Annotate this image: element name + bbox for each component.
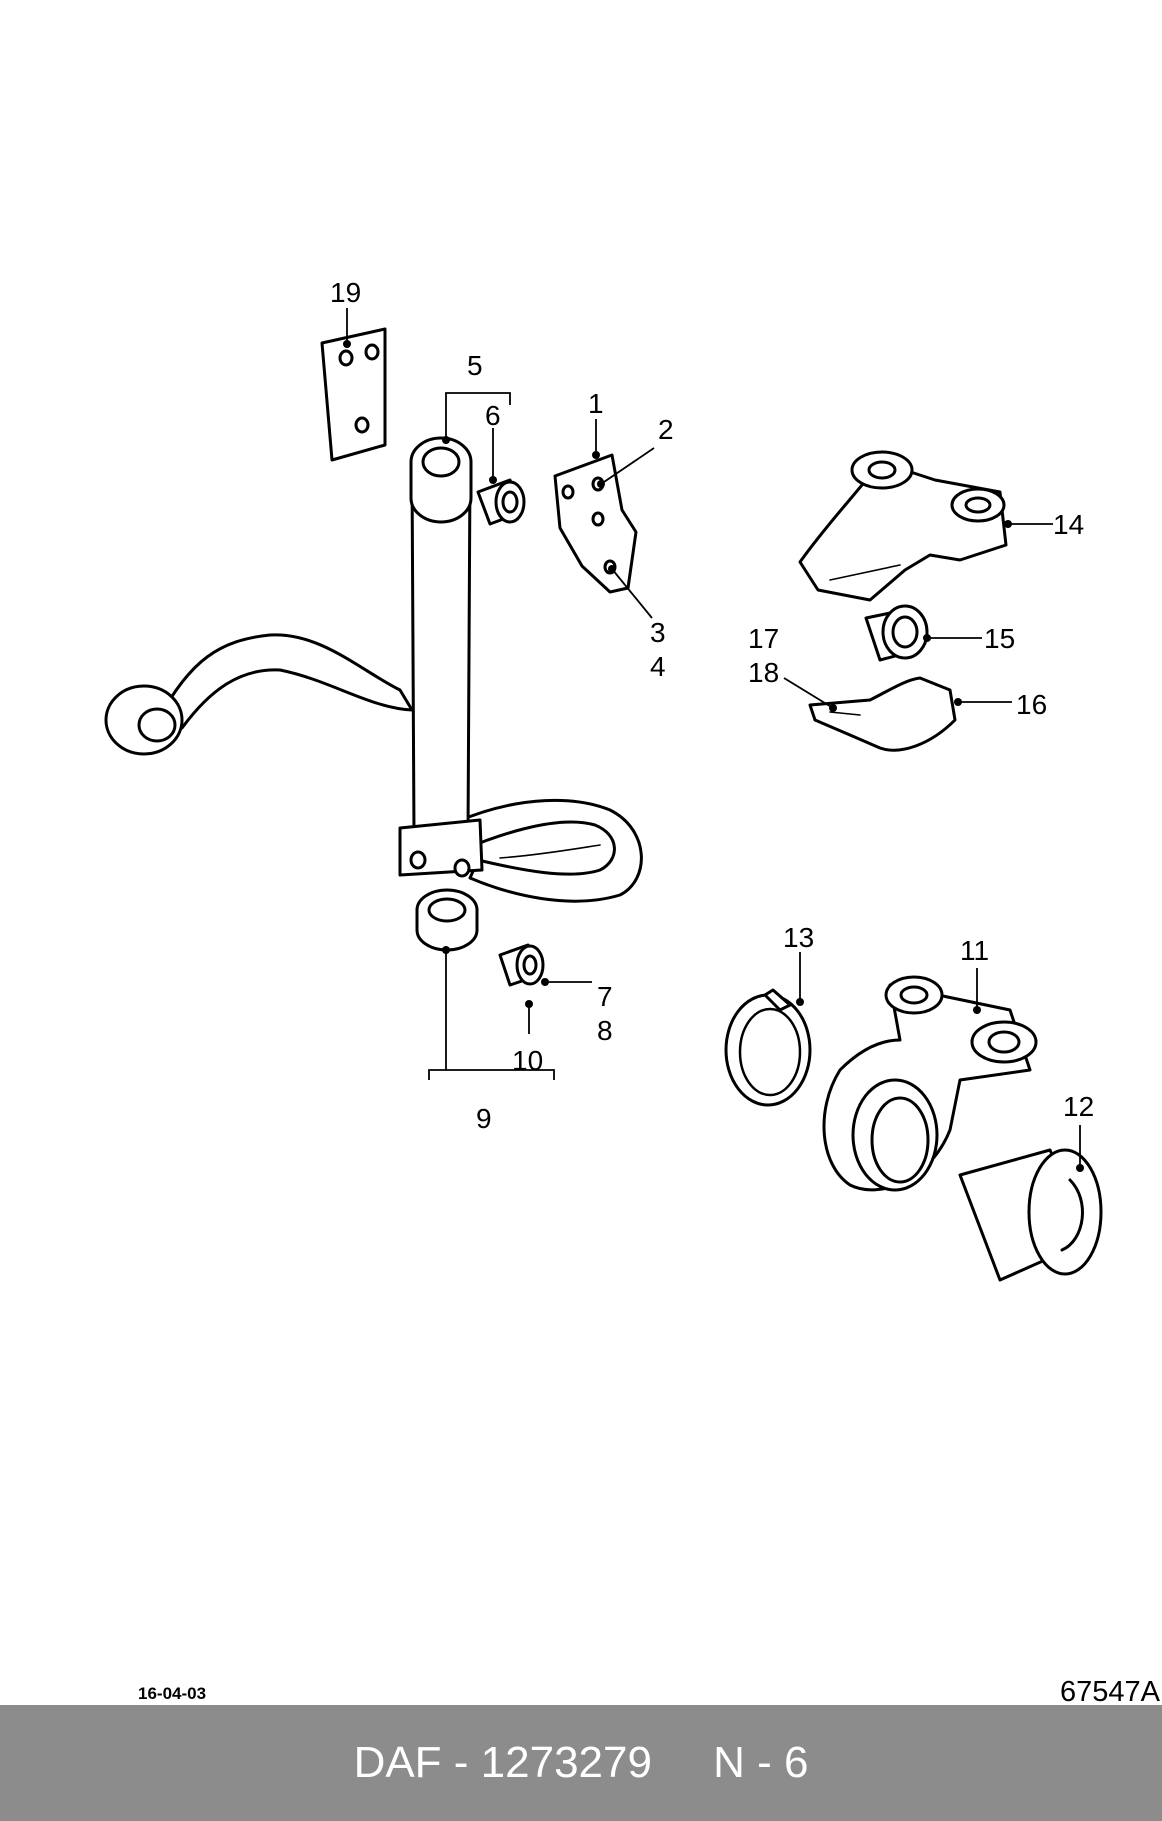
footer-bar: DAF - 1273279 N - 6 <box>0 1705 1162 1821</box>
callout-14: 14 <box>1053 509 1084 540</box>
callout-4: 4 <box>650 651 666 682</box>
drawing-number: 67547A <box>1060 1676 1160 1708</box>
callout-12: 12 <box>1063 1091 1094 1122</box>
part-11-housing <box>822 975 1038 1192</box>
callout-17: 17 <box>748 623 779 654</box>
callout-9: 9 <box>476 1103 492 1134</box>
callout-2: 2 <box>658 414 674 445</box>
callout-15: 15 <box>984 623 1015 654</box>
callout-11: 11 <box>960 935 989 966</box>
part-10-bushing <box>498 943 545 987</box>
callout-8: 8 <box>597 1015 613 1046</box>
leader-lines <box>343 308 1084 1172</box>
link-rod <box>398 436 484 952</box>
callout-6: 6 <box>485 400 501 431</box>
part-13-snap-ring <box>724 988 812 1107</box>
callout-16: 16 <box>1016 689 1047 720</box>
part-14-saddle <box>798 450 1008 602</box>
date-code: 16-04-03 <box>138 1684 207 1703</box>
part-6-bushing <box>476 478 526 526</box>
callout-7: 7 <box>597 981 613 1012</box>
part-12-bush <box>958 1148 1103 1282</box>
callout-5: 5 <box>467 350 483 381</box>
exploded-parts-drawing: 19 5 6 1 2 3 4 14 15 17 18 16 7 8 10 9 1… <box>104 277 1103 1282</box>
callout-1: 1 <box>588 388 604 419</box>
part-19-plate <box>320 327 387 462</box>
callout-18: 18 <box>748 657 779 688</box>
stabilizer-bar <box>104 633 643 903</box>
part-15-bush <box>864 604 929 662</box>
callout-13: 13 <box>783 922 814 953</box>
part-16-clamp <box>808 676 957 752</box>
callout-10: 10 <box>512 1045 543 1076</box>
callout-19: 19 <box>330 277 361 308</box>
callout-3: 3 <box>650 617 666 648</box>
part-1-bracket <box>553 453 638 594</box>
footer-title: DAF - 1273279 N - 6 <box>353 1738 809 1787</box>
